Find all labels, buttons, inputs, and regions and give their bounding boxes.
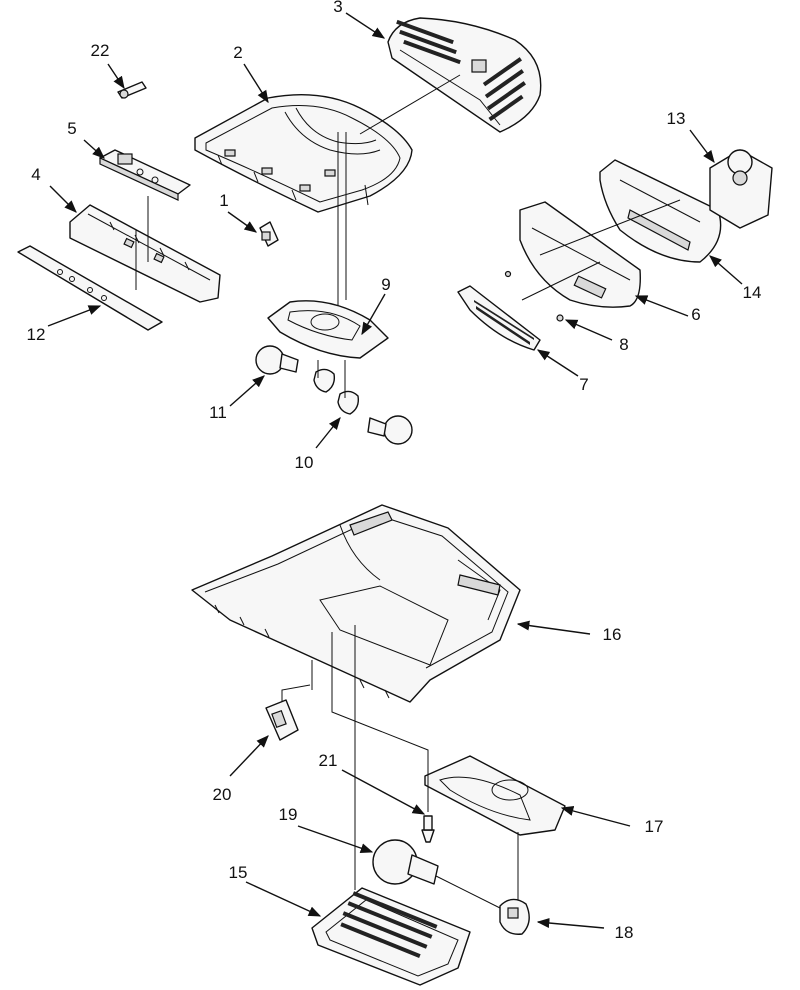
leader-lines xyxy=(47,12,743,929)
callout-15: 15 xyxy=(229,863,248,882)
callout-2: 2 xyxy=(233,43,242,62)
part-18-socket xyxy=(499,898,530,935)
callout-12: 12 xyxy=(27,325,46,344)
alignment-line xyxy=(435,875,501,909)
callout-6: 6 xyxy=(691,305,700,324)
alignment-line xyxy=(281,660,313,702)
callout-19: 19 xyxy=(279,805,298,824)
alignment-line xyxy=(135,196,149,290)
callout-21: 21 xyxy=(319,751,338,770)
callout-1: 1 xyxy=(219,191,228,210)
callout-14: 14 xyxy=(743,283,762,302)
part-6-bezel xyxy=(519,201,641,308)
callout-17: 17 xyxy=(645,817,664,836)
part-3-vent-cover xyxy=(387,17,542,133)
part-5-control-board xyxy=(99,149,191,201)
alignment-line xyxy=(359,74,461,135)
callout-3: 3 xyxy=(333,0,342,16)
callout-20: 20 xyxy=(213,785,232,804)
alignment-line xyxy=(331,632,429,812)
callout-16: 16 xyxy=(603,625,622,644)
callout-5: 5 xyxy=(67,119,76,138)
part-7-front-grille xyxy=(457,285,541,351)
alignment-line xyxy=(317,360,346,398)
callout-8: 8 xyxy=(619,335,628,354)
part-14-rear-cover xyxy=(599,159,722,263)
part-11-bulb xyxy=(255,345,299,375)
alignment-line xyxy=(337,132,347,305)
part-21-screw xyxy=(421,815,435,843)
part-8-screw xyxy=(556,314,564,322)
part-13-thermostat xyxy=(709,149,773,229)
alignment-line xyxy=(521,199,681,301)
callout-10: 10 xyxy=(295,453,314,472)
callout-22: 22 xyxy=(91,41,110,60)
callout-labels: 1 2 3 4 5 6 7 8 9 10 11 12 13 14 15 16 1… xyxy=(27,0,762,942)
callout-11: 11 xyxy=(209,403,227,422)
screw-small xyxy=(504,270,512,278)
callout-7: 7 xyxy=(579,375,588,394)
part-16-main-housing xyxy=(191,504,521,703)
part-4-control-panel xyxy=(69,204,221,303)
part-10-sockets xyxy=(313,368,360,415)
part-9-lamp-housing xyxy=(267,300,389,359)
callout-4: 4 xyxy=(31,165,40,184)
callout-18: 18 xyxy=(615,923,634,942)
part-15-bottom-grille xyxy=(311,887,471,986)
callout-13: 13 xyxy=(667,109,686,128)
callout-9: 9 xyxy=(381,275,390,294)
part-12-overlay xyxy=(17,245,163,331)
part-17-lamp-housing xyxy=(424,755,566,836)
part-2-housing-frame xyxy=(194,94,413,213)
part-22-connector xyxy=(117,81,147,99)
part-20-switch xyxy=(265,699,299,741)
part-1-switch xyxy=(259,221,279,247)
part-19-bulb xyxy=(372,839,439,885)
bulb-right xyxy=(367,415,413,445)
